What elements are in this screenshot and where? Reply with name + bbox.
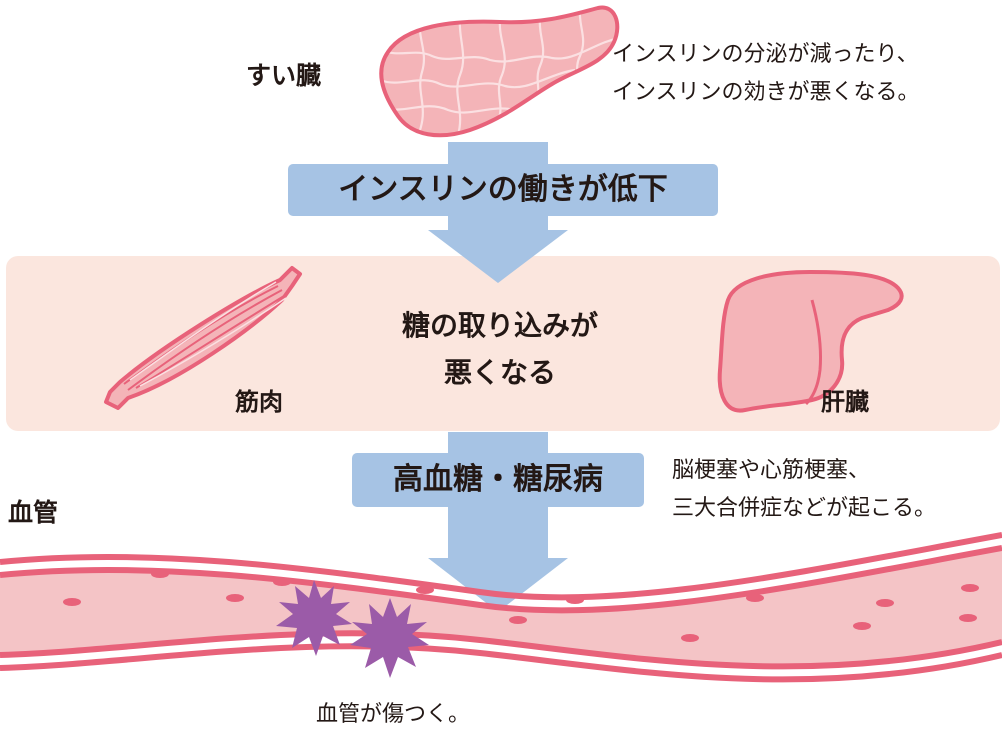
- pancreas-note-line-2: インスリンの効きが悪くなる。: [612, 80, 920, 105]
- pancreas-note-line-1: インスリンの分泌が減ったり、: [612, 42, 919, 67]
- vessel-label: 血管: [8, 498, 59, 527]
- hyperglycemia-box: [352, 453, 644, 507]
- liver-label: 肝臓: [821, 388, 869, 416]
- band-text: 糖の取り込みが 悪くなる: [360, 302, 640, 396]
- damage-particle-1: [276, 580, 352, 656]
- pancreas-label: すい臓: [246, 61, 322, 90]
- band-text-line-1: 糖の取り込みが: [401, 309, 598, 342]
- liver-illustration: [717, 269, 904, 413]
- band-text-line-2: 悪くなる: [443, 356, 556, 389]
- pancreas-illustration: [379, 5, 620, 138]
- complication-note-line-2: 三大合併症などが起こる。: [672, 496, 937, 521]
- muscle-label: 筋肉: [235, 388, 283, 416]
- muscle-illustration: [104, 266, 302, 410]
- vessel-damage-label: 血管が傷つく。: [316, 702, 471, 727]
- insulin-decline-box: [288, 164, 718, 216]
- hyperglycemia-label: 高血糖・糖尿病: [393, 462, 603, 497]
- blood-vessel-illustration: [0, 532, 1002, 683]
- insulin-decline-label: インスリンの働きが低下: [338, 172, 668, 207]
- complication-note: 脳梗塞や心筋梗塞、 三大合併症などが起こる。: [672, 452, 1002, 528]
- damage-particle-2: [350, 598, 429, 678]
- pancreas-note: インスリンの分泌が減ったり、 インスリンの効きが悪くなる。: [612, 36, 1002, 112]
- damage-particles: [276, 580, 429, 678]
- complication-note-line-1: 脳梗塞や心筋梗塞、: [672, 458, 871, 483]
